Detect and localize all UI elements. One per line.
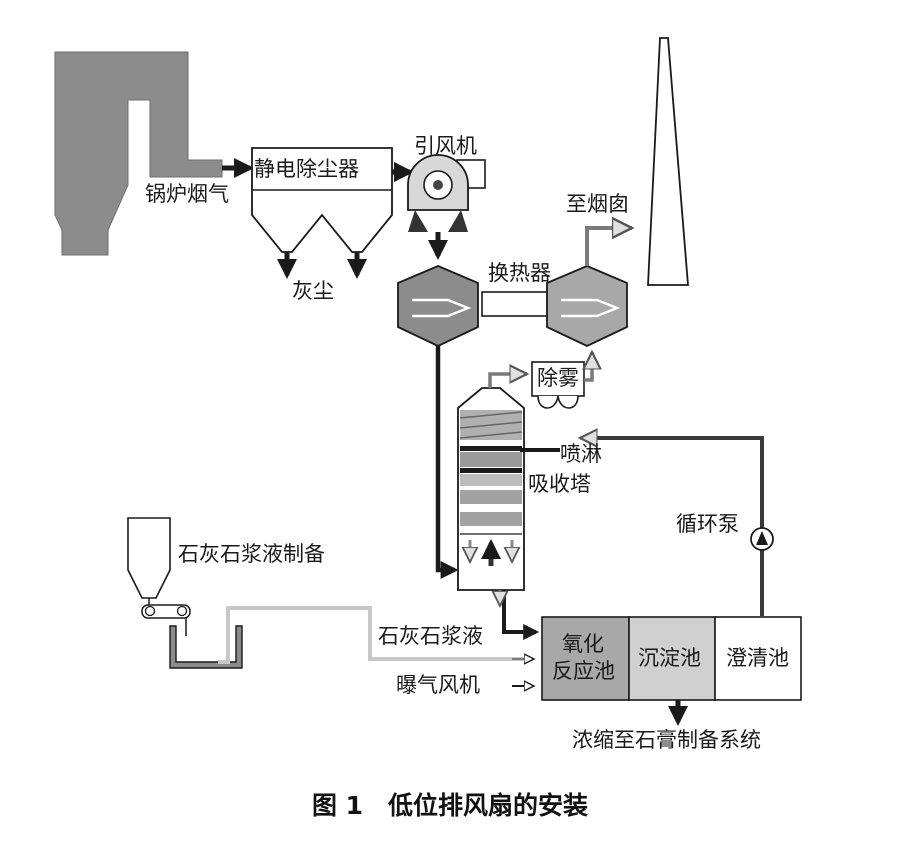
demister-to-hx xyxy=(584,352,592,382)
label-ash: 灰尘 xyxy=(292,279,334,303)
figure-caption: 图 1 低位排风扇的安装 xyxy=(311,791,589,820)
label-limestone-prep: 石灰石浆液制备 xyxy=(178,542,325,566)
label-to-gypsum: 浓缩至石膏制备系统 xyxy=(572,728,761,752)
absorber-to-demister xyxy=(488,374,527,388)
label-fan: 引风机 xyxy=(414,134,477,158)
label-clarifier-tank: 澄清池 xyxy=(726,646,789,670)
label-boiler-flue-gas: 锅炉烟气 xyxy=(145,182,229,206)
absorber-outlet-pipe xyxy=(502,590,540,640)
outlet-pipe xyxy=(585,228,632,266)
fan-icon xyxy=(407,154,486,232)
label-to-chimney: 至烟囱 xyxy=(566,192,629,216)
pump-icon xyxy=(750,527,774,551)
absorber-tower xyxy=(457,387,525,591)
limestone-slurry-pipe xyxy=(218,606,533,664)
label-heat-exchanger: 换热器 xyxy=(488,261,551,285)
demister xyxy=(531,361,585,409)
clarifier-tank xyxy=(714,616,802,701)
label-aeration-fan: 曝气风机 xyxy=(396,673,480,697)
label-settling-tank: 沉淀池 xyxy=(638,646,701,670)
label-spray: 喷淋 xyxy=(560,442,602,466)
label-limestone-slurry: 石灰石浆液 xyxy=(378,624,483,648)
hx-to-absorber-line xyxy=(435,346,459,579)
esp-body xyxy=(251,147,393,253)
label-absorber: 吸收塔 xyxy=(528,472,591,496)
limestone-silo xyxy=(127,517,191,619)
label-demister: 除雾 xyxy=(537,366,579,390)
oxidation-tank xyxy=(541,616,630,701)
heat-exchanger xyxy=(397,265,628,347)
slurry-prep-tank xyxy=(169,618,243,669)
label-circ-pump: 循环泵 xyxy=(676,512,739,536)
boiler xyxy=(54,51,223,256)
recirculation-pipe xyxy=(592,436,764,616)
label-esp: 静电除尘器 xyxy=(254,157,359,181)
label-oxidation-2: 反应池 xyxy=(552,659,615,683)
label-oxidation-1: 氧化 xyxy=(562,632,604,656)
chimney xyxy=(647,37,689,286)
spray-header xyxy=(520,448,560,452)
